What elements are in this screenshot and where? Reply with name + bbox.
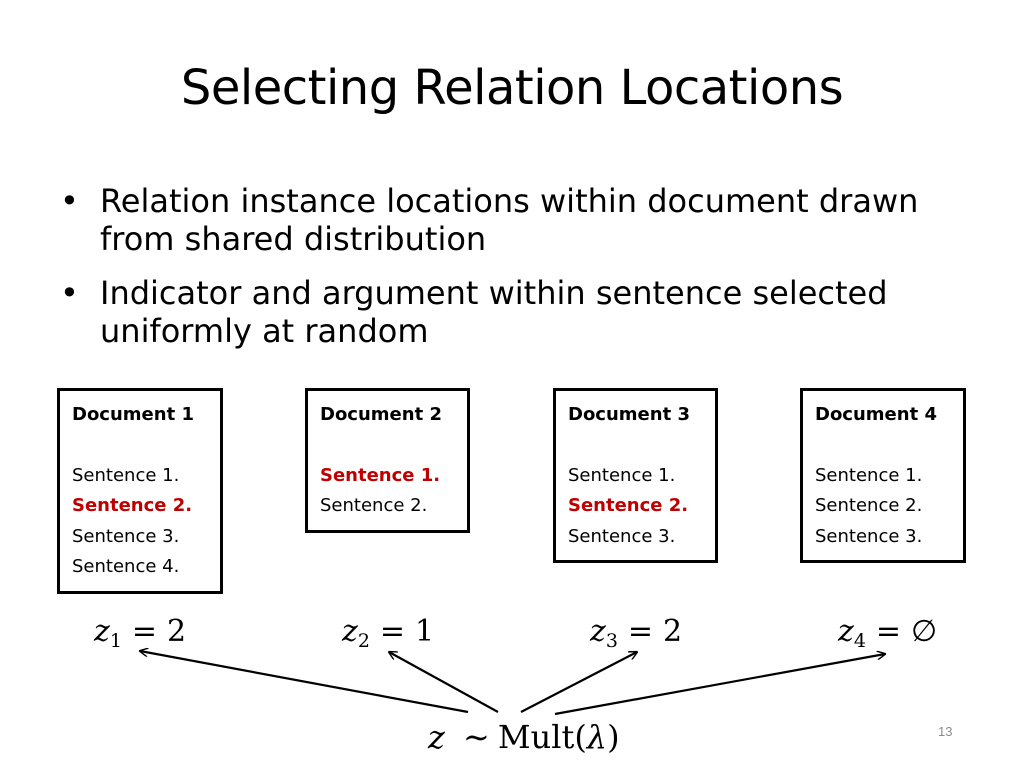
sentence-1: Sentence 1. bbox=[320, 464, 441, 486]
document-box-2: Document 2 Sentence 1. Sentence 2. bbox=[305, 388, 470, 533]
bullet-text: Relation instance locations within docum… bbox=[100, 182, 919, 258]
bullet-text: Indicator and argument within sentence s… bbox=[100, 274, 888, 350]
arrow-to-z1 bbox=[140, 651, 469, 714]
arrow-to-z4 bbox=[554, 654, 885, 716]
document-box-3: Document 3 Sentence 1. Sentence 2. Sente… bbox=[553, 388, 718, 563]
sentence-3: Sentence 3. bbox=[72, 525, 180, 547]
assignment-formula-2: z2 = 1 bbox=[342, 614, 434, 652]
bullet-item: • Relation instance locations within doc… bbox=[60, 182, 980, 258]
document-box-4: Document 4 Sentence 1. Sentence 2. Sente… bbox=[800, 388, 966, 563]
formula-equals: = bbox=[131, 614, 158, 649]
document-title: Document 1 bbox=[72, 404, 194, 425]
formula-sim: ∼ bbox=[463, 718, 490, 756]
arrow-to-z2 bbox=[389, 652, 499, 713]
formula-value: 2 bbox=[663, 614, 683, 649]
formula-subscript: 1 bbox=[109, 630, 122, 652]
formula-value: ∅ bbox=[911, 614, 938, 649]
formula-var: z bbox=[342, 614, 358, 649]
arrow-to-z3 bbox=[520, 652, 637, 713]
formula-var: z bbox=[590, 614, 606, 649]
bullet-dot-icon: • bbox=[60, 274, 79, 312]
formula-close: ) bbox=[607, 718, 620, 756]
page-number: 13 bbox=[938, 724, 953, 739]
distribution-formula: z ∼Mult(λ) bbox=[428, 718, 620, 756]
formula-var: z bbox=[838, 614, 854, 649]
formula-func: Mult( bbox=[497, 718, 587, 756]
sentence-1: Sentence 1. bbox=[568, 464, 676, 486]
formula-subscript: 4 bbox=[853, 630, 866, 652]
slide-title: Selecting Relation Locations bbox=[180, 60, 844, 116]
formula-var: z bbox=[428, 718, 445, 756]
formula-subscript: 2 bbox=[357, 630, 370, 652]
formula-value: 1 bbox=[415, 614, 435, 649]
assignment-formula-3: z3 = 2 bbox=[590, 614, 682, 652]
bullet-list: • Relation instance locations within doc… bbox=[60, 182, 980, 366]
formula-equals: = bbox=[875, 614, 902, 649]
assignment-formula-4: z4 = ∅ bbox=[838, 614, 937, 652]
sentence-2: Sentence 2. bbox=[72, 495, 193, 516]
bullet-item: • Indicator and argument within sentence… bbox=[60, 274, 980, 350]
document-title: Document 3 bbox=[568, 404, 690, 425]
formula-equals: = bbox=[627, 614, 654, 649]
document-title: Document 2 bbox=[320, 404, 442, 425]
sentence-1: Sentence 1. bbox=[815, 464, 923, 486]
formula-equals: = bbox=[379, 614, 406, 649]
assignment-formula-1: z1 = 2 bbox=[94, 614, 186, 652]
sentence-4: Sentence 4. bbox=[72, 556, 180, 577]
sentence-2: Sentence 2. bbox=[320, 495, 428, 516]
formula-value: 2 bbox=[167, 614, 187, 649]
sentence-3: Sentence 3. bbox=[568, 525, 676, 547]
document-box-1: Document 1 Sentence 1. Sentence 2. Sente… bbox=[57, 388, 223, 594]
sentence-2: Sentence 2. bbox=[568, 495, 689, 516]
formula-param: λ bbox=[586, 718, 608, 756]
bullet-dot-icon: • bbox=[60, 182, 79, 220]
sentence-3: Sentence 3. bbox=[815, 525, 923, 547]
document-title: Document 4 bbox=[815, 404, 937, 425]
formula-subscript: 3 bbox=[605, 630, 618, 652]
sentence-2: Sentence 2. bbox=[815, 495, 923, 516]
formula-var: z bbox=[94, 614, 110, 649]
sentence-1: Sentence 1. bbox=[72, 464, 180, 486]
